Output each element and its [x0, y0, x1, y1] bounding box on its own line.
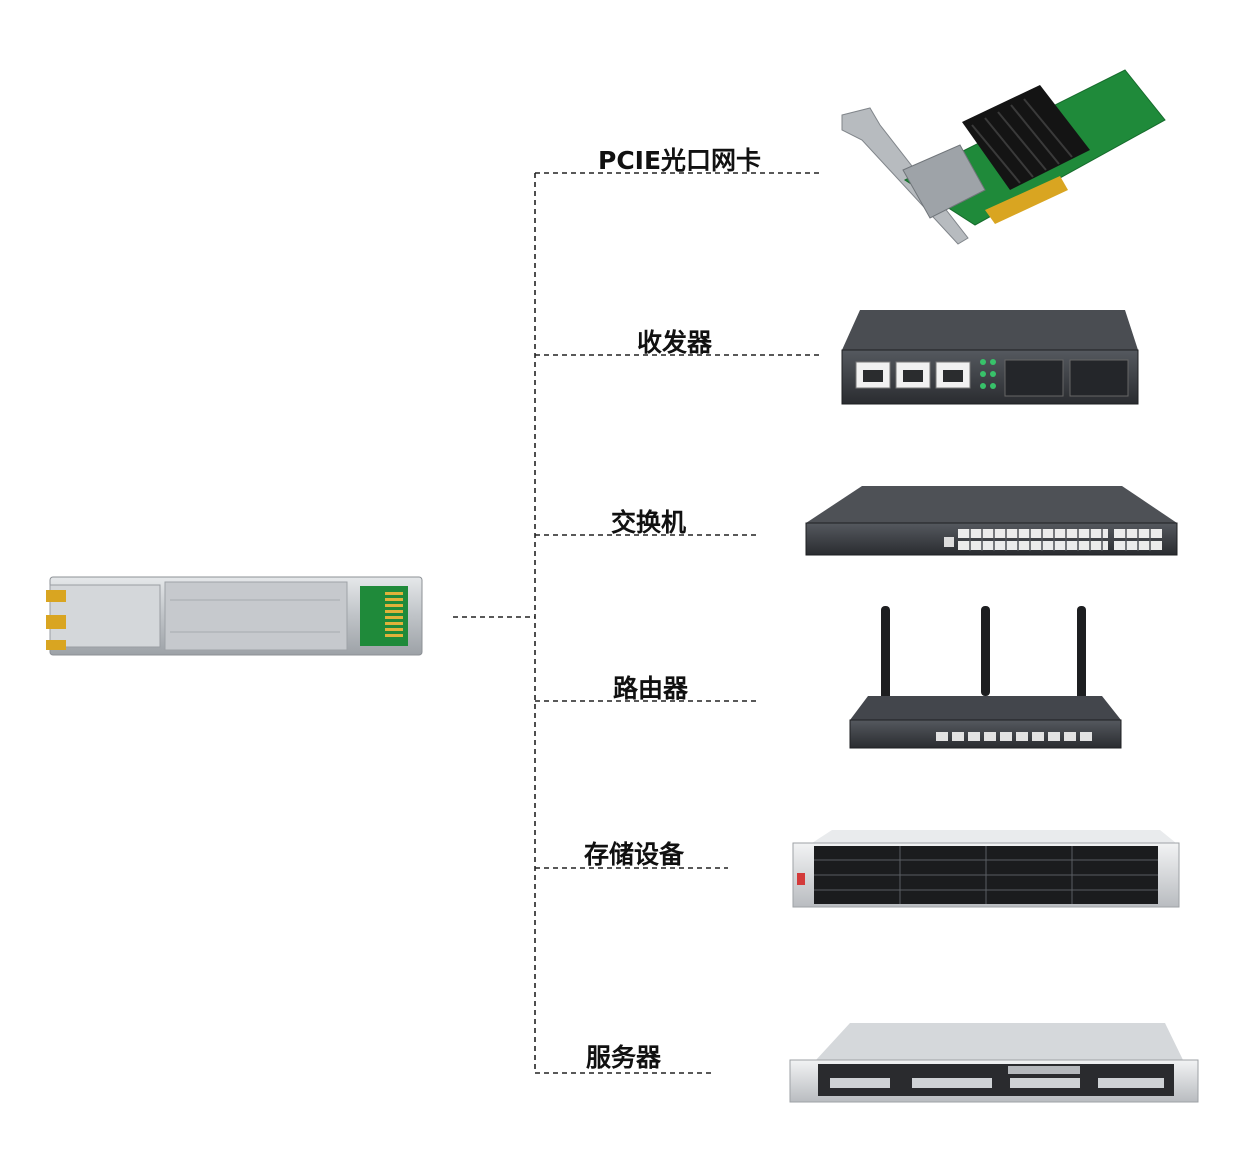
- pcie-fiber-nic-icon: [841, 69, 1166, 245]
- rack-server-icon: [789, 1023, 1199, 1103]
- storage-array-icon: [792, 830, 1180, 908]
- device-label-server: 服务器: [586, 1043, 662, 1072]
- media-converter-icon: [841, 310, 1139, 405]
- device-label-router: 路由器: [613, 674, 689, 703]
- network-switch-icon: [805, 486, 1178, 556]
- sfp-rj45-module-icon: [46, 576, 423, 656]
- device-label-transceiver: 收发器: [637, 328, 713, 357]
- wireless-router-icon: [849, 606, 1122, 749]
- device-label-switch: 交换机: [611, 508, 687, 537]
- device-label-storage: 存储设备: [584, 840, 685, 869]
- connector-lines: [453, 172, 820, 1074]
- device-label-pcie-nic: PCIE光口网卡: [598, 146, 762, 175]
